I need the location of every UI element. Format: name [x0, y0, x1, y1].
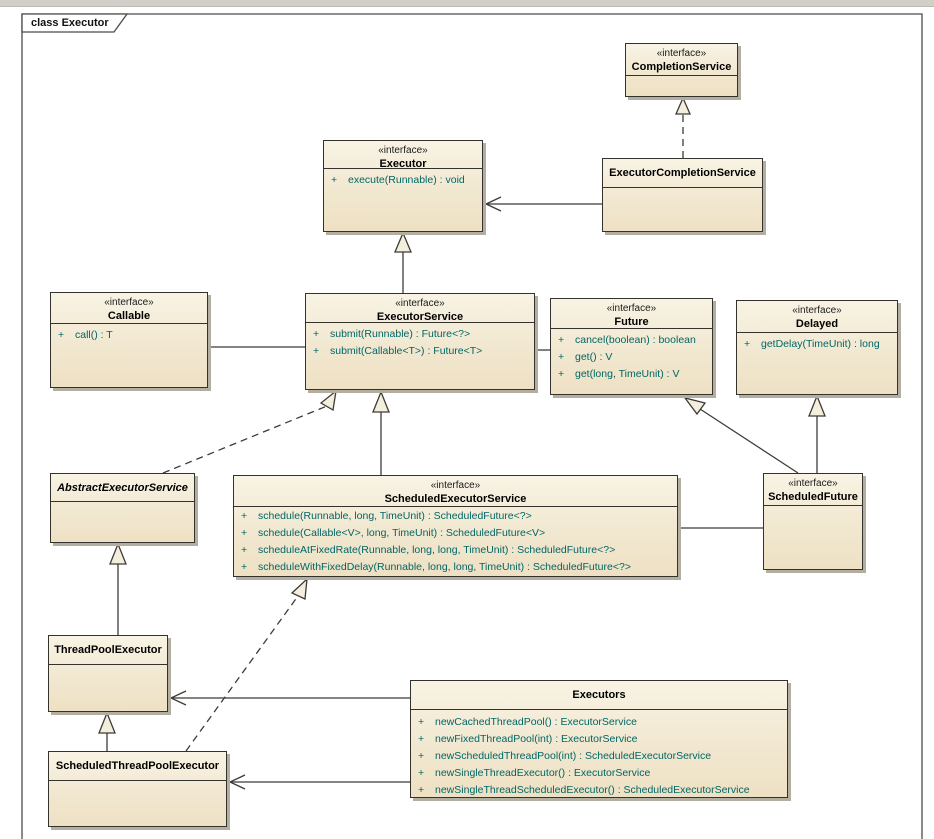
- generalization-scheduledfuture-delayed: [808, 394, 826, 473]
- diagram-frame: [21, 13, 923, 839]
- method: +submit(Callable<T>) : Future<T>: [313, 345, 483, 357]
- generalization-scheduledexecutorservice-executorservice: [372, 390, 390, 475]
- method: +execute(Runnable) : void: [331, 174, 465, 186]
- stereotype-label: «interface»: [656, 48, 707, 59]
- generalization-scheduledthreadpoolexecutor-threadpoolexecutor: [98, 711, 116, 751]
- stereotype-label: «interface»: [395, 298, 445, 309]
- class-box-delayed[interactable]: «interface» Delayed +getDelay(TimeUnit) …: [736, 300, 898, 395]
- method: +get() : V: [558, 351, 613, 363]
- class-box-completionservice[interactable]: «interface» CompletionService: [625, 43, 738, 97]
- diagram-frame-label: class Executor: [31, 17, 109, 29]
- class-name: Delayed: [795, 318, 839, 330]
- class-name: Executor: [379, 158, 427, 170]
- class-name: CompletionService: [631, 61, 732, 73]
- method: +submit(Runnable) : Future<?>: [313, 328, 471, 340]
- class-box-executorcompletionservice[interactable]: ExecutorCompletionService: [602, 158, 763, 232]
- class-name: ExecutorService: [376, 311, 464, 323]
- class-box-threadpoolexecutor[interactable]: ThreadPoolExecutor: [48, 635, 168, 712]
- class-box-scheduledthreadpoolexecutor[interactable]: ScheduledThreadPoolExecutor: [48, 751, 227, 827]
- class-box-future[interactable]: «interface» Future +cancel(boolean) : bo…: [550, 298, 713, 395]
- class-name: ScheduledFuture: [768, 491, 858, 503]
- class-box-callable[interactable]: «interface» Callable +call() : T: [50, 292, 208, 388]
- method: +get(long, TimeUnit) : V: [558, 368, 680, 380]
- method: +call() : T: [58, 329, 113, 341]
- method: +newFixedThreadPool(int) : ExecutorServi…: [418, 733, 638, 745]
- generalization-scheduledfuture-future: [683, 396, 799, 474]
- class-box-scheduledexecutorservice[interactable]: «interface» ScheduledExecutorService +sc…: [233, 475, 678, 577]
- method: +schedule(Runnable, long, TimeUnit) : Sc…: [241, 510, 532, 522]
- association-executors-scheduledthreadpoolexecutor: [228, 774, 410, 790]
- stereotype-label: «interface»: [378, 145, 428, 156]
- generalization-executorservice-executor: [394, 231, 412, 293]
- method: +scheduleAtFixedRate(Runnable, long, lon…: [241, 544, 616, 556]
- method: +newSingleThreadScheduledExecutor() : Sc…: [418, 784, 750, 796]
- class-box-executor[interactable]: «interface» Executor +execute(Runnable) …: [323, 140, 483, 232]
- class-name: AbstractExecutorService: [57, 481, 188, 494]
- class-name: Future: [614, 316, 649, 328]
- class-box-executors[interactable]: Executors +newCachedThreadPool() : Execu…: [410, 680, 788, 798]
- stereotype-label: «interface»: [430, 480, 481, 491]
- class-name: ScheduledExecutorService: [384, 493, 527, 505]
- class-box-scheduledfuture[interactable]: «interface» ScheduledFuture: [763, 473, 863, 570]
- class-name: ScheduledThreadPoolExecutor: [55, 760, 220, 772]
- class-name: ExecutorCompletionService: [609, 167, 756, 179]
- stereotype-label: «interface»: [606, 303, 657, 314]
- method: +scheduleWithFixedDelay(Runnable, long, …: [241, 561, 631, 573]
- class-name: Callable: [107, 310, 151, 322]
- method: +schedule(Callable<V>, long, TimeUnit) :…: [241, 527, 546, 539]
- generalization-threadpoolexecutor-abstractexecutorservice: [109, 542, 127, 635]
- association-executorcompletionservice-executor: [484, 196, 602, 212]
- class-box-executorservice[interactable]: «interface» ExecutorService +submit(Runn…: [305, 293, 535, 390]
- realization-abstractexecutorservice-executorservice: [162, 389, 337, 474]
- method: +newCachedThreadPool() : ExecutorService: [418, 716, 637, 728]
- window-edge: [0, 0, 934, 7]
- stereotype-label: «interface»: [792, 305, 842, 316]
- association-executors-threadpoolexecutor: [169, 690, 410, 706]
- method: +getDelay(TimeUnit) : long: [744, 338, 880, 350]
- method: +newSingleThreadExecutor() : ExecutorSer…: [418, 767, 651, 779]
- method: +cancel(boolean) : boolean: [558, 334, 696, 346]
- class-name: ThreadPoolExecutor: [54, 644, 162, 656]
- realization-executorcompletionservice-completionservice: [675, 96, 691, 158]
- class-box-abstractexecutorservice[interactable]: AbstractExecutorService: [50, 473, 195, 543]
- stereotype-label: «interface»: [104, 297, 154, 308]
- class-name: Executors: [572, 689, 626, 701]
- stereotype-label: «interface»: [788, 478, 838, 489]
- method: +newScheduledThreadPool(int) : Scheduled…: [418, 750, 712, 762]
- realization-scheduledthreadpoolexecutor-scheduledexecutorservice: [185, 577, 308, 752]
